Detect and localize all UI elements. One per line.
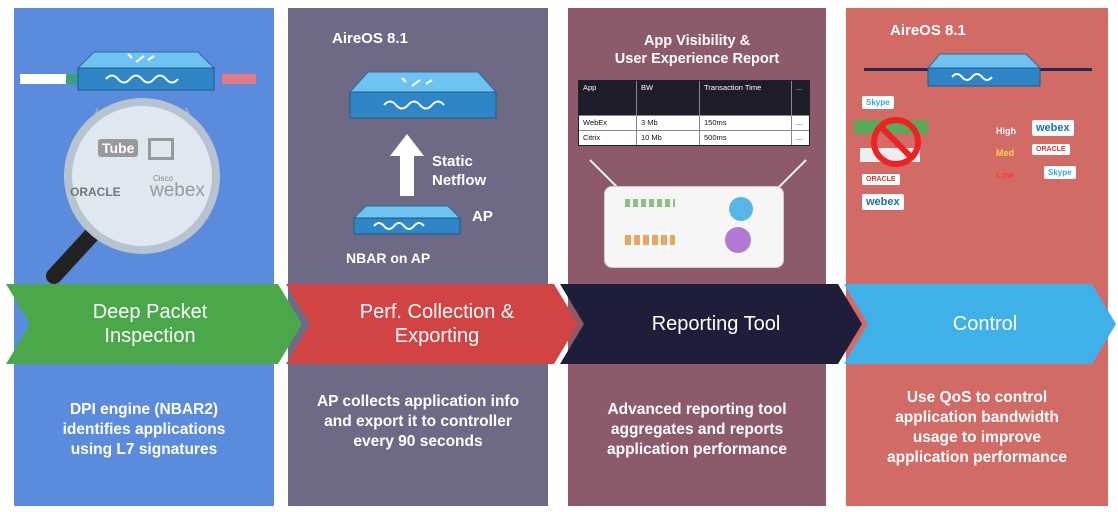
logo-cisco: Cisco <box>153 174 174 183</box>
dpi-description: DPI engine (NBAR2) identifies applicatio… <box>62 401 226 458</box>
priority-low: Low <box>996 170 1014 180</box>
stage-arrow-perf: Perf. Collection &Exporting <box>286 284 578 364</box>
report-table-header: App BW Transaction Time ... <box>579 81 809 115</box>
app-badge-skype: Skype <box>862 96 894 109</box>
access-point-icon <box>926 53 1042 87</box>
logo-oracle: ORACLE <box>70 185 121 199</box>
link-bar-left <box>20 74 66 84</box>
app-badge-webex: webex <box>1032 120 1074 136</box>
nbar-label: NBAR on AP <box>346 250 431 266</box>
logo-webex: webex <box>150 180 205 201</box>
cell-more: ... <box>796 133 803 142</box>
arrow-label: Control <box>952 313 1018 335</box>
link-bar-left-green <box>66 74 82 84</box>
cell-app: Citrix <box>579 131 637 145</box>
cell-bw: 10 Mb <box>637 131 700 145</box>
arrow-label: Perf. Collection &Exporting <box>359 301 515 347</box>
cell-time: 500ms <box>700 131 792 145</box>
arrow-shape <box>6 284 302 364</box>
bar-chart-thumbnail <box>625 199 675 207</box>
app-badge-webex: webex <box>862 194 904 210</box>
cell-time: 150ms <box>700 116 792 130</box>
stage-arrow-control: Control <box>844 284 1116 364</box>
blocked-icon <box>871 117 921 167</box>
link-bar-right <box>222 74 256 84</box>
table-row: Citrix 10 Mb 500ms ... <box>579 130 809 145</box>
control-description: Use QoS to control application bandwidth… <box>886 389 1067 466</box>
dashboard-screenshot <box>604 186 784 268</box>
header-app: App <box>579 81 637 115</box>
table-row: WebEx 3 Mb 150ms ... <box>579 115 809 130</box>
pie-chart-thumbnail <box>729 197 753 221</box>
report-table: App BW Transaction Time ... WebEx 3 Mb 1… <box>578 80 810 146</box>
panel-dpi: Tube ORACLE Cisco webex DPI engine (NBAR… <box>14 8 274 506</box>
priority-high: High <box>996 126 1016 136</box>
perf-description: AP collects application info and export … <box>316 393 520 450</box>
panel-perf: AireOS 8.1 Static Netflow AP NBAR on AP … <box>288 8 548 506</box>
app-badge-oracle: ORACLE <box>1032 144 1070 155</box>
cell-more: ... <box>796 118 803 127</box>
aireos-label: AireOS 8.1 <box>890 22 966 39</box>
priority-med: Med <box>996 148 1014 158</box>
bar-chart-thumbnail <box>625 235 675 245</box>
access-point-icon <box>352 205 462 235</box>
netflow-label: Static Netflow <box>432 153 487 189</box>
app-badge-oracle: ORACLE <box>862 174 900 185</box>
access-point-icon <box>348 71 498 119</box>
magnifying-glass-icon <box>46 98 220 284</box>
arrow-shape <box>844 284 1116 364</box>
pie-chart-thumbnail <box>725 227 751 253</box>
panel-report: App Visibility & User Experience Report … <box>568 8 826 506</box>
app-badge-skype: Skype <box>1044 166 1076 179</box>
logo-youtube: Tube <box>98 139 139 157</box>
panel-control: AireOS 8.1 Skype ORACLE webex High Med L… <box>846 8 1108 506</box>
report-description: Advanced reporting tool aggregates and r… <box>606 401 787 458</box>
report-title: App Visibility & User Experience Report <box>614 33 780 67</box>
arrow-shape <box>286 284 578 364</box>
ap-label: AP <box>472 208 493 225</box>
upload-arrow-icon <box>390 134 424 196</box>
cell-bw: 3 Mb <box>637 116 700 130</box>
stage-arrow-report: Reporting Tool <box>560 284 862 364</box>
aireos-label: AireOS 8.1 <box>332 30 408 47</box>
header-transaction-time: Transaction Time <box>700 81 792 115</box>
cell-app: WebEx <box>579 116 637 130</box>
header-bw: BW <box>637 81 700 115</box>
arrow-shape <box>560 284 862 364</box>
arrow-label: Reporting Tool <box>651 313 781 335</box>
header-more: ... <box>796 83 803 92</box>
access-point-icon <box>76 51 216 91</box>
citrix-icon <box>148 138 174 160</box>
